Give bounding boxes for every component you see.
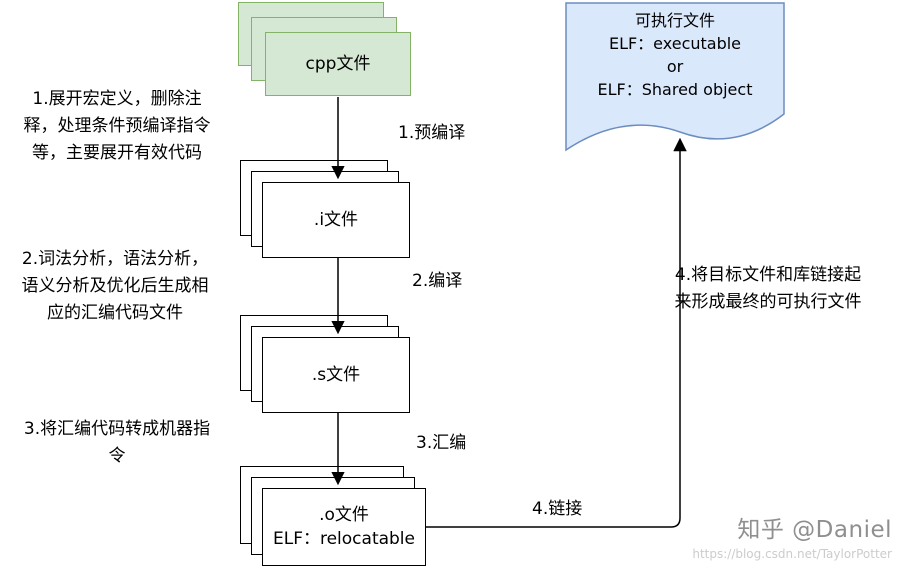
cpp-file-card: cpp文件 bbox=[265, 32, 411, 96]
annotation-preprocess: 1.展开宏定义，删除注释，处理条件预编译指令等，主要展开有效代码 bbox=[23, 89, 211, 163]
watermark-brand: 知乎 @Daniel bbox=[737, 517, 892, 543]
node-label: 可执行文件 bbox=[634, 11, 715, 30]
node-sublabel: or bbox=[666, 57, 684, 76]
edge-label-assemble: 3.汇编 bbox=[416, 433, 467, 453]
node-label: .s文件 bbox=[311, 365, 361, 385]
edge-label-precompile: 1.预编译 bbox=[398, 123, 466, 143]
node-sublabel: ELF：Shared object bbox=[597, 80, 753, 99]
o-file-card: .o文件 ELF：relocatable bbox=[262, 488, 426, 566]
node-label: .o文件 bbox=[319, 505, 369, 525]
node-label: .i文件 bbox=[313, 210, 359, 230]
document-shape-icon bbox=[565, 2, 785, 152]
watermark: 知乎 @Daniel https://blog.csdn.net/TaylorP… bbox=[692, 510, 892, 561]
executable-label: 可执行文件 ELF：executable or ELF：Shared objec… bbox=[565, 9, 785, 101]
node-sublabel: ELF：relocatable bbox=[272, 529, 415, 549]
edge-label-link: 4.链接 bbox=[532, 499, 583, 519]
watermark-url: https://blog.csdn.net/TaylorPotter bbox=[692, 547, 892, 561]
i-file-card: .i文件 bbox=[262, 182, 410, 258]
node-label: cpp文件 bbox=[305, 54, 371, 74]
s-file-card: .s文件 bbox=[262, 337, 410, 413]
annotation-link: 4.将目标文件和库链接起来形成最终的可执行文件 bbox=[674, 265, 862, 312]
annotation-compile: 2.词法分析，语法分析，语义分析及优化后生成相应的汇编代码文件 bbox=[21, 249, 209, 323]
annotation-assemble: 3.将汇编代码转成机器指令 bbox=[23, 419, 211, 466]
arrow-link-icon bbox=[426, 137, 687, 528]
node-sublabel: ELF：executable bbox=[608, 34, 742, 53]
node-executable-file: 可执行文件 ELF：executable or ELF：Shared objec… bbox=[565, 2, 785, 162]
edge-label-compile: 2.编译 bbox=[412, 271, 463, 291]
